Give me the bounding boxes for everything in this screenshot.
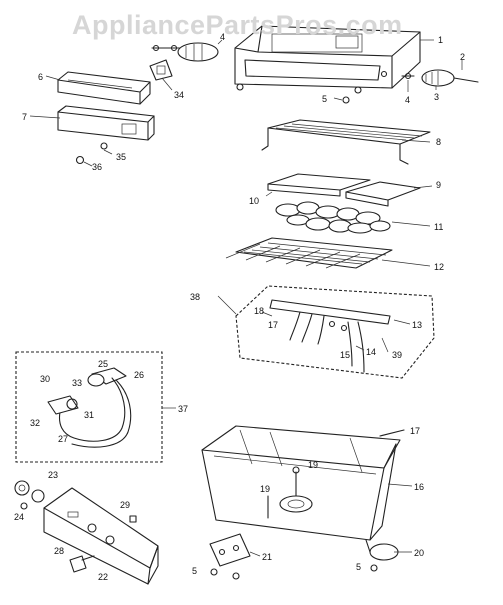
part-label: 28: [54, 546, 65, 556]
cap-29-part: [129, 515, 137, 523]
part-label: 26: [134, 370, 145, 380]
part-label: 20: [414, 548, 425, 558]
part-label: 38: [190, 292, 201, 302]
part-label: 8: [436, 137, 442, 147]
igniter-28-part: [69, 555, 95, 573]
part-label: 9: [436, 180, 442, 190]
part-label: 34: [174, 90, 185, 100]
leader-lines: [29, 39, 463, 557]
part-label: 35: [116, 152, 127, 162]
part-label: 27: [58, 434, 69, 444]
front-panel-part: [57, 105, 155, 141]
lid-part: [234, 25, 421, 94]
part-label: 39: [392, 350, 403, 360]
part-label: 16: [414, 482, 425, 492]
part-label: 19: [308, 460, 319, 470]
part-label: 21: [262, 552, 273, 562]
knob-23-part: [14, 480, 30, 496]
part-label: 2: [460, 52, 466, 62]
part-label: 30: [40, 374, 51, 384]
part-label: 5: [192, 566, 198, 576]
grate-plates-part: [267, 173, 421, 207]
part-label: 14: [366, 347, 377, 357]
cooking-grid-part: [225, 237, 393, 269]
part-label: 4: [405, 95, 411, 105]
part-label: 3: [434, 92, 440, 102]
screw-5b-part: [210, 568, 218, 576]
right-handle-part: [401, 69, 479, 87]
knob-stem-20-part: [365, 539, 371, 553]
part-label: 19: [260, 484, 271, 494]
screw-5c-part: [232, 572, 240, 580]
plate-21-part: [209, 533, 251, 567]
control-panel-part: [43, 487, 159, 585]
knob-23b-part: [31, 489, 45, 503]
part-label: 36: [92, 162, 103, 172]
left-handle-part: [151, 42, 219, 62]
part-label: 6: [38, 72, 44, 82]
lava-rocks-part: [275, 201, 391, 234]
part-label: 5: [356, 562, 362, 572]
part-label: 17: [410, 426, 421, 436]
screw-5d-part: [370, 564, 378, 572]
part-label: 5: [322, 94, 328, 104]
screw-35-part: [100, 142, 108, 150]
screw-5a-part: [342, 96, 350, 104]
part-label: 4: [220, 32, 226, 42]
warming-rack-part: [261, 119, 431, 165]
part-label: 31: [84, 410, 95, 420]
part-label: 23: [48, 470, 59, 480]
burner-assembly-part: [235, 285, 435, 379]
part-label: 11: [434, 222, 444, 232]
part-label: 10: [249, 196, 260, 206]
part-label: 7: [22, 112, 28, 122]
part-label: 18: [254, 306, 265, 316]
window-frame-part: [57, 71, 151, 105]
part-label: 13: [412, 320, 423, 330]
screw-36-part: [75, 155, 85, 165]
knob-20-part: [369, 543, 399, 561]
valve-assembly-part: [15, 351, 163, 463]
part-label: 37: [178, 404, 189, 414]
part-label: 12: [434, 262, 445, 272]
part-label: 15: [340, 350, 351, 360]
firebox-part: [201, 425, 401, 541]
watermark-text: AppliancePartsPros.com: [72, 10, 403, 40]
part-label: 33: [72, 378, 83, 388]
part-label: 24: [14, 512, 25, 522]
arrow-17-part: [379, 429, 405, 437]
part-label: 17: [268, 320, 279, 330]
part-label: 32: [30, 418, 41, 428]
screw-24-part: [20, 502, 28, 510]
bracket-part: [149, 59, 173, 81]
part-label: 29: [120, 500, 131, 510]
part-label: 22: [98, 572, 109, 582]
part-label: 25: [98, 359, 109, 369]
part-label: 1: [438, 35, 444, 45]
